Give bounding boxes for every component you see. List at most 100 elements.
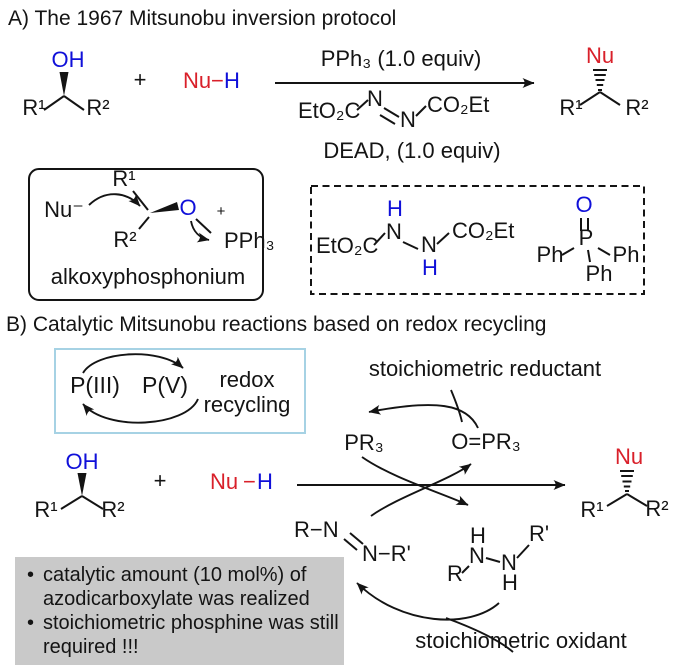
nu-anion-label: Nu⁻: [44, 197, 84, 222]
cycle-arrow-bottom: [82, 398, 199, 424]
note-text: stoichiometric phosphine was still requi…: [43, 612, 339, 658]
p3-label: P(III): [70, 372, 120, 398]
plus-sign: +: [134, 67, 147, 92]
product-structure: Nu R¹ R²: [559, 43, 648, 120]
n-label: N: [501, 550, 517, 575]
wedge-bond: [77, 473, 87, 496]
nu-label: Nu: [615, 444, 643, 469]
byproducts-dashed-box: EtO₂C N H N H CO₂Et O P Ph Ph: [310, 185, 645, 295]
alkoxyphosphonium-label: alkoxyphosphonium: [51, 264, 245, 289]
nu-label: Nu: [183, 68, 211, 93]
curved-leaving-arrow: [190, 220, 210, 243]
oxidant-branch: [445, 617, 514, 653]
r-label: R: [447, 561, 463, 586]
n-label: N: [400, 107, 416, 132]
stoich-reductant-label: stoichiometric reductant: [369, 356, 601, 381]
cycle-frame: [54, 348, 306, 434]
bullet-marker: •: [27, 564, 35, 586]
bond: [415, 105, 427, 117]
h-label: H: [387, 196, 403, 221]
h-label: H: [224, 68, 240, 93]
bond: [587, 249, 591, 263]
bond: [138, 216, 150, 230]
bond: [579, 91, 601, 106]
bond: [436, 232, 450, 245]
p5-label: P(V): [142, 372, 188, 398]
pph3-label: PPh₃: [224, 228, 275, 253]
reductant-arrow: [368, 404, 479, 429]
dead-equiv-label: DEAD, (1.0 equiv): [323, 138, 500, 163]
section-b-title: B) Catalytic Mitsunobu reactions based o…: [6, 313, 547, 336]
o-label: O: [575, 192, 592, 217]
bond: [63, 95, 85, 111]
co2et-label: CO₂Et: [452, 218, 514, 243]
bond: [485, 557, 501, 563]
recycling-word: recycling: [204, 392, 291, 417]
bond: [626, 493, 648, 507]
oh-label: OH: [66, 449, 99, 474]
oxidant-arrow: [356, 582, 500, 621]
nu-label: Nu: [210, 469, 238, 494]
oh-label: OH: [52, 47, 85, 72]
hydrazine-diester-structure: EtO₂C N H N H CO₂Et: [316, 196, 514, 280]
azo-left-label: R−N: [294, 517, 339, 542]
scheme-a: OH R¹ R² + Nu − H PPh₃ (1.0 equiv) EtO₂C: [22, 43, 648, 163]
r2-label: R²: [101, 497, 124, 522]
note-item: • catalytic amount (10 mol%) of azodicar…: [27, 563, 340, 611]
redox-recycling-box: P(III) P(V) redox recycling: [54, 348, 306, 434]
pr3-label: PR₃: [344, 430, 384, 455]
bond: [561, 247, 575, 256]
bond: [195, 218, 212, 234]
phosphine-cycle-arrow: [361, 456, 469, 506]
bond: [516, 544, 530, 559]
double-bond: [379, 114, 396, 125]
bond: [60, 495, 83, 510]
r2-label: R²: [625, 95, 648, 120]
double-bond: [343, 538, 358, 551]
dashed-frame: [310, 185, 645, 295]
nuh-bond: −: [243, 469, 256, 494]
r1-label: R¹: [580, 497, 603, 522]
wedge-bond: [150, 202, 179, 213]
eto2c-label: EtO₂C: [298, 98, 360, 123]
phosphine-oxide-structure: O P Ph Ph Ph: [537, 192, 640, 286]
r2-label: R²: [86, 95, 109, 120]
r-prime-label: R': [529, 521, 549, 546]
r1-label: R¹: [34, 497, 57, 522]
curved-attack-arrow: [88, 193, 141, 207]
n-label: N: [421, 232, 437, 257]
co2et-label: CO₂Et: [427, 92, 489, 117]
nuh-bond: −: [211, 68, 224, 93]
ph-label: Ph: [537, 242, 564, 267]
bond: [599, 91, 621, 106]
bond: [356, 99, 369, 111]
bond: [597, 247, 611, 256]
r2-label: R²: [113, 227, 136, 252]
h-label: H: [470, 523, 486, 548]
opr3-label: O=PR₃: [451, 429, 520, 454]
azo-right-label: N−R': [362, 541, 411, 566]
n-label: N: [386, 219, 402, 244]
h-label: H: [422, 255, 438, 280]
alcohol-structure-b: OH R¹ R²: [34, 449, 124, 522]
azo-structure: R−N N−R': [294, 517, 411, 566]
dead-structure: EtO₂C N N CO₂Et: [298, 86, 489, 132]
note-item: • stoichiometric phosphine was still req…: [27, 611, 340, 659]
ph-label: Ph: [613, 242, 640, 267]
h-label: H: [257, 469, 273, 494]
box-frame: [28, 168, 264, 301]
note-text: catalytic amount (10 mol%) of azodicarbo…: [43, 564, 310, 610]
o-label: O: [179, 195, 196, 220]
double-bond: [383, 107, 400, 118]
scheme-b: P(III) P(V) redox recycling stoichiometr…: [34, 348, 669, 653]
bond: [43, 95, 65, 111]
stoich-oxidant-label: stoichiometric oxidant: [415, 628, 627, 653]
nu-label: Nu: [586, 43, 614, 68]
n-label: N: [469, 543, 485, 568]
r1-label: R¹: [22, 95, 45, 120]
bond: [81, 495, 104, 510]
p-label: P: [579, 225, 594, 250]
h-label: H: [502, 570, 518, 595]
